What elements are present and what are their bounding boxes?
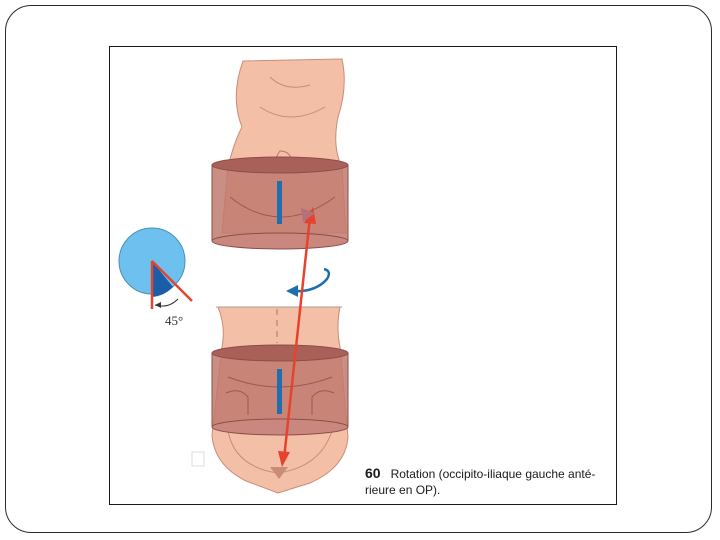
figure-number: 60 [365,465,381,481]
lower-blue-marker [277,369,282,414]
upper-band [212,157,348,249]
small-mark-icon [192,452,204,466]
caption-line-1: Rotation (occipito-iliaque gauche anté- [391,467,596,481]
rotation-diagram: 45° [110,47,617,505]
figure-caption: 60 Rotation (occipito-iliaque gauche anté… [365,465,613,498]
upper-blue-marker [277,181,282,224]
slide-frame: 45° [5,5,712,533]
caption-line-2: rieure en OP). [365,482,613,498]
rotation-arrow [286,269,329,297]
angle-indicator: 45° [119,228,192,328]
angle-label: 45° [165,313,183,328]
figure-panel: 45° [109,46,617,505]
lower-band [212,345,348,435]
